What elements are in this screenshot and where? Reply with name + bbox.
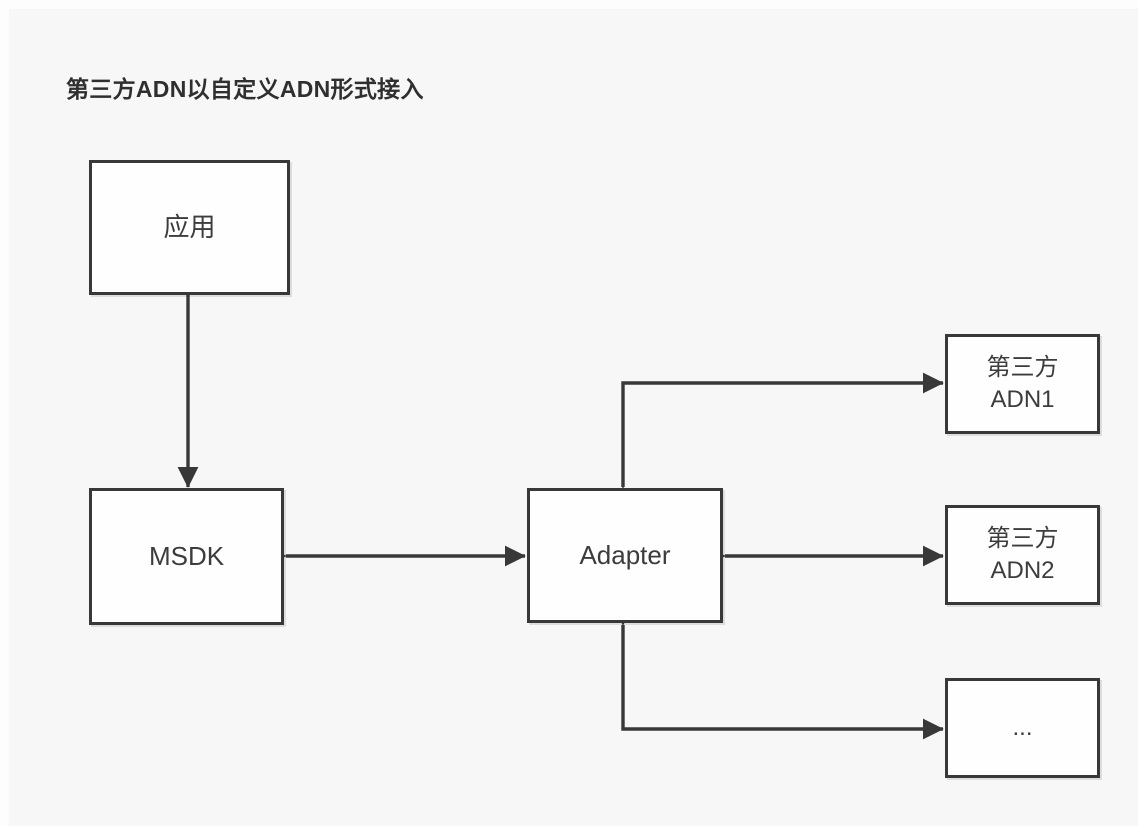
node-msdk[interactable]: MSDK [89,488,284,625]
node-app-label: 应用 [163,211,216,242]
node-adapter[interactable]: Adapter [527,488,723,623]
edge-adapter-to-dots [612,604,944,740]
node-more-adn[interactable]: ... [945,678,1100,778]
node-app[interactable]: 应用 [89,160,290,295]
node-third-party-adn2[interactable]: 第三方 ADN2 [945,505,1100,605]
node-adn2-label: 第三方 ADN2 [986,524,1059,584]
node-adn1-label: 第三方 ADN1 [986,353,1059,413]
node-more-adn-label: ... [1012,713,1033,741]
node-msdk-label: MSDK [148,540,225,571]
page-title: 第三方ADN以自定义ADN形式接入 [66,76,424,102]
node-adapter-label: Adapter [579,539,671,570]
node-third-party-adn1[interactable]: 第三方 ADN1 [945,334,1100,434]
edge-adapter-to-adn1 [612,372,944,508]
